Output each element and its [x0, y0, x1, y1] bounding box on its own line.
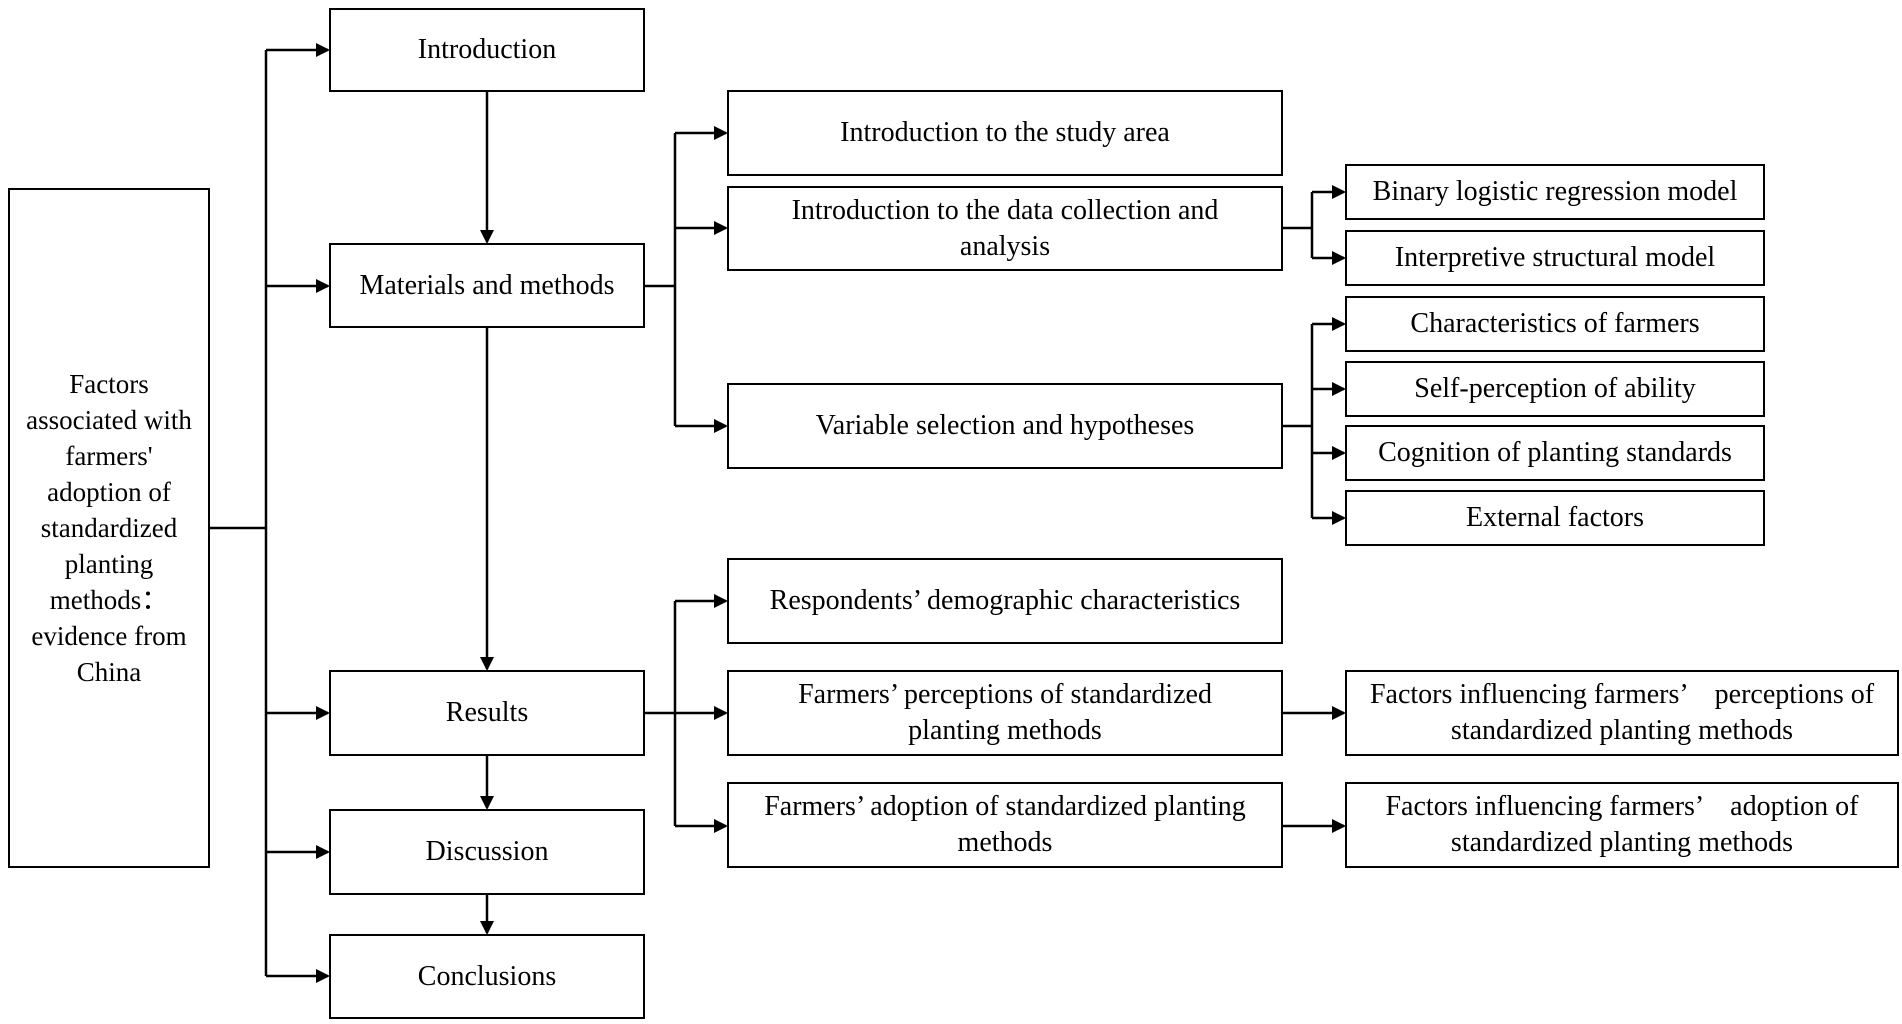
discussion-label: Discussion: [425, 836, 549, 867]
characteristics-box: Characteristics of farmers: [1345, 296, 1765, 352]
variable-selection-box: Variable selection and hypotheses: [727, 383, 1283, 469]
characteristics-label: Characteristics of farmers: [1410, 308, 1700, 339]
demographic-box: Respondents’ demographic characteristics: [727, 558, 1283, 644]
binary-logistic-label: Binary logistic regression model: [1372, 176, 1738, 207]
materials-methods-box: Materials and methods: [329, 243, 645, 328]
factors-adoption-label: Factors influencing farmers’ adoption of…: [1385, 791, 1859, 858]
study-area-box: Introduction to the study area: [727, 90, 1283, 176]
demographic-label: Respondents’ demographic characteristics: [769, 585, 1241, 616]
perceptions-box: Farmers’ perceptions of standardized pla…: [727, 670, 1283, 756]
self-perception-label: Self-perception of ability: [1414, 373, 1696, 404]
cognition-box: Cognition of planting standards: [1345, 425, 1765, 481]
self-perception-box: Self-perception of ability: [1345, 361, 1765, 417]
results-label: Results: [445, 697, 529, 728]
discussion-box: Discussion: [329, 809, 645, 895]
root-topic-box: Factors associated with farmers' adoptio…: [8, 188, 210, 868]
introduction-label: Introduction: [417, 34, 557, 65]
data-collection-label: Introduction to the data collection and …: [791, 194, 1219, 262]
perceptions-label: Farmers’ perceptions of standardized pla…: [798, 679, 1212, 746]
external-factors-label: External factors: [1465, 502, 1645, 533]
root-topic-label: Factors associated with farmers' adoptio…: [26, 369, 192, 687]
introduction-box: Introduction: [329, 8, 645, 92]
interpretive-structural-label: Interpretive structural model: [1394, 242, 1716, 273]
interpretive-structural-box: Interpretive structural model: [1345, 230, 1765, 286]
adoption-label: Farmers’ adoption of standardized planti…: [764, 791, 1246, 858]
results-box: Results: [329, 670, 645, 756]
conclusions-label: Conclusions: [417, 960, 557, 992]
external-factors-box: External factors: [1345, 490, 1765, 546]
data-collection-box: Introduction to the data collection and …: [727, 186, 1283, 271]
cognition-label: Cognition of planting standards: [1378, 437, 1732, 468]
variable-selection-label: Variable selection and hypotheses: [815, 410, 1195, 441]
factors-perceptions-box: Factors influencing farmers’ perceptions…: [1345, 670, 1899, 756]
conclusions-box: Conclusions: [329, 934, 645, 1019]
binary-logistic-box: Binary logistic regression model: [1345, 164, 1765, 220]
materials-methods-label: Materials and methods: [359, 269, 615, 301]
factors-adoption-box: Factors influencing farmers’ adoption of…: [1345, 782, 1899, 868]
factors-perceptions-label: Factors influencing farmers’ perceptions…: [1369, 679, 1875, 746]
adoption-box: Farmers’ adoption of standardized planti…: [727, 782, 1283, 868]
study-area-label: Introduction to the study area: [840, 117, 1170, 148]
